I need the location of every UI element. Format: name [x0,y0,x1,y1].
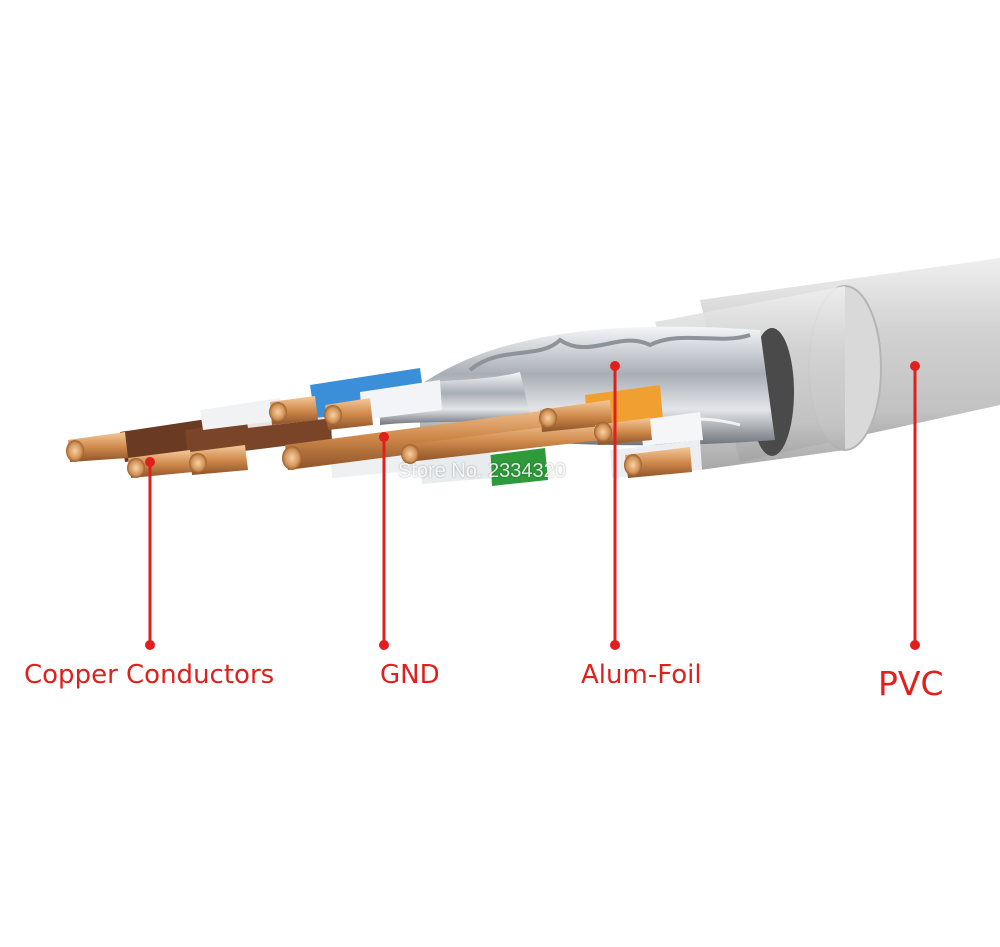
callout-copper [145,457,155,650]
label-alum-foil: Alum-Foil [581,660,702,690]
label-gnd: GND [380,660,440,690]
label-copper-conductors: Copper Conductors [24,660,275,690]
watermark: Store No. 2334320 [398,460,566,482]
callout-pvc [910,361,920,650]
label-pvc: PVC [878,664,944,703]
copper-conductors [66,396,692,478]
callout-gnd [379,432,389,650]
callout-foil [610,361,620,650]
